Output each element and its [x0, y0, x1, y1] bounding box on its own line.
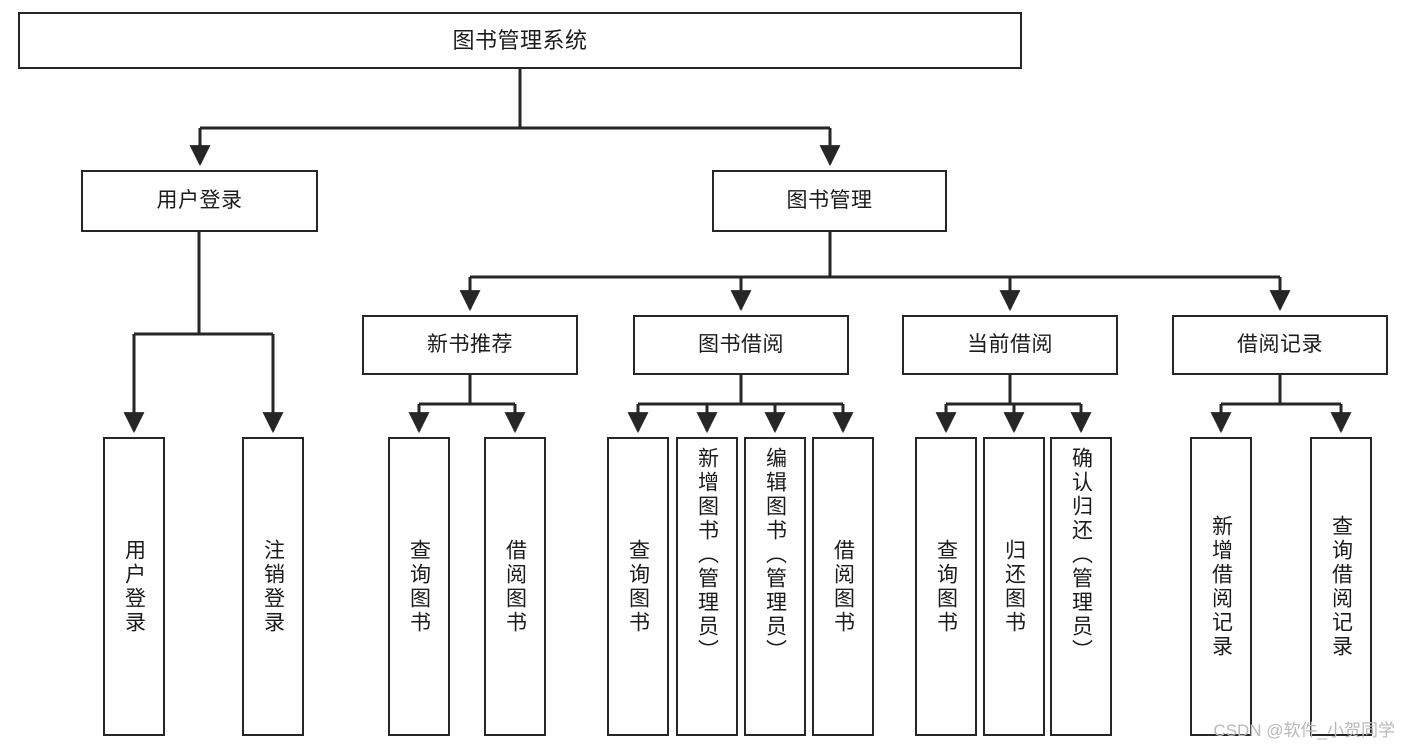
leaf-query-books-recommend[interactable]: 查询图书: [388, 437, 450, 736]
leaf-edit-book-admin[interactable]: 编辑图书（管理员）: [744, 437, 806, 736]
leaf-query-borrow-record-label: 查询借阅记录: [1329, 514, 1353, 659]
leaf-query-books-current-label: 查询图书: [934, 538, 958, 635]
node-root-label: 图书管理系统: [452, 27, 588, 53]
leaf-query-books-borrowing-label: 查询图书: [626, 538, 650, 635]
leaf-query-books-borrowing[interactable]: 查询图书: [607, 437, 669, 736]
leaf-query-books-current[interactable]: 查询图书: [915, 437, 977, 736]
leaf-query-books-recommend-label: 查询图书: [407, 538, 431, 635]
node-book-borrowing-label: 图书借阅: [698, 332, 784, 356]
node-new-book-recommendation-label: 新书推荐: [427, 332, 513, 356]
node-root[interactable]: 图书管理系统: [18, 12, 1022, 69]
leaf-query-borrow-record[interactable]: 查询借阅记录: [1310, 437, 1372, 736]
leaf-borrow-books-borrowing[interactable]: 借阅图书: [812, 437, 874, 736]
node-user-login-label: 用户登录: [156, 188, 243, 212]
node-new-book-recommendation[interactable]: 新书推荐: [362, 315, 578, 375]
leaf-confirm-return-admin-label: 确认归还（管理员）: [1069, 447, 1093, 663]
node-book-management[interactable]: 图书管理: [712, 170, 947, 232]
leaf-return-books[interactable]: 归还图书: [983, 437, 1045, 736]
leaf-logout-label: 注销登录: [261, 538, 285, 635]
leaf-borrow-books-borrowing-label: 借阅图书: [831, 538, 855, 635]
leaf-add-book-admin-label: 新增图书（管理员）: [695, 447, 719, 663]
leaf-borrow-books-recommend[interactable]: 借阅图书: [484, 437, 546, 736]
leaf-user-login-label: 用户登录: [122, 538, 146, 635]
node-current-borrowing-label: 当前借阅: [967, 332, 1053, 356]
watermark: CSDN @软件_小贺同学: [1213, 721, 1395, 740]
leaf-logout[interactable]: 注销登录: [242, 437, 304, 736]
node-user-login[interactable]: 用户登录: [81, 170, 318, 232]
leaf-borrow-books-recommend-label: 借阅图书: [503, 538, 527, 635]
node-current-borrowing[interactable]: 当前借阅: [902, 315, 1118, 375]
leaf-user-login[interactable]: 用户登录: [103, 437, 165, 736]
leaf-return-books-label: 归还图书: [1002, 538, 1026, 635]
leaf-add-book-admin[interactable]: 新增图书（管理员）: [676, 437, 738, 736]
node-borrowing-records[interactable]: 借阅记录: [1172, 315, 1388, 375]
leaf-add-borrow-record-label: 新增借阅记录: [1209, 514, 1233, 659]
node-borrowing-records-label: 借阅记录: [1237, 332, 1323, 356]
node-book-borrowing[interactable]: 图书借阅: [633, 315, 849, 375]
leaf-edit-book-admin-label: 编辑图书（管理员）: [763, 447, 787, 663]
leaf-confirm-return-admin[interactable]: 确认归还（管理员）: [1050, 437, 1112, 736]
node-book-management-label: 图书管理: [786, 188, 873, 212]
leaf-add-borrow-record[interactable]: 新增借阅记录: [1190, 437, 1252, 736]
